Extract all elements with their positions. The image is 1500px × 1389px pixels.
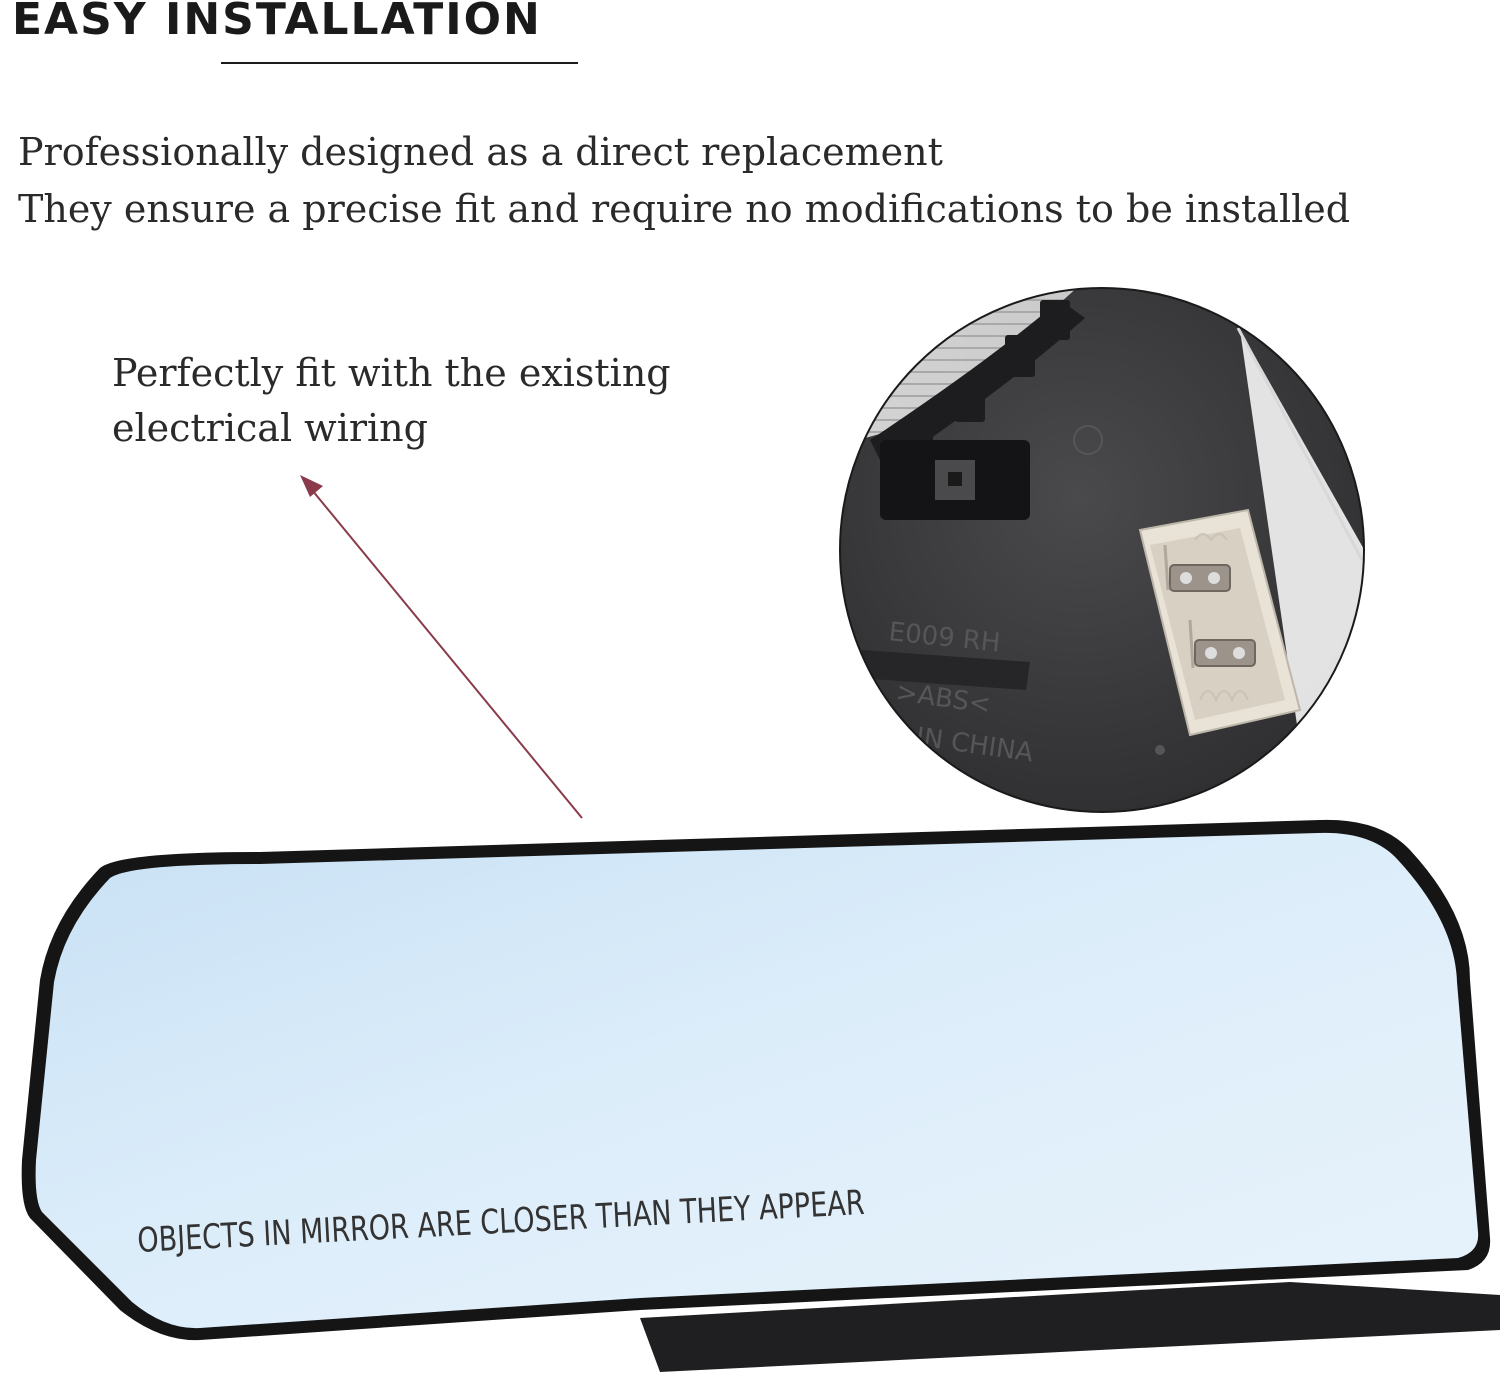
intro-text: Professionally designed as a direct repl…: [18, 124, 1350, 238]
intro-line-2: They ensure a precise fit and require no…: [18, 187, 1351, 231]
backplate-detail-inset: E009 RH >ABS< IN CHINA: [839, 287, 1365, 813]
heater-terminal-window: [1138, 508, 1302, 737]
wiring-callout: Perfectly fit with the existing electric…: [112, 346, 671, 456]
mirror-glass: OBJECTS IN MIRROR ARE CLOSER THAN THEY A…: [21, 819, 1500, 1372]
mounting-clip: [880, 440, 1030, 520]
callout-arrow: [300, 475, 583, 819]
intro-line-1: Professionally designed as a direct repl…: [18, 130, 943, 174]
callout-line-2: electrical wiring: [112, 406, 428, 450]
callout-line-1: Perfectly fit with the existing: [112, 351, 671, 395]
section-heading: EASY INSTALLATION: [12, 0, 542, 45]
heading-underline: [221, 62, 578, 64]
arrow-head-icon: [300, 475, 323, 497]
